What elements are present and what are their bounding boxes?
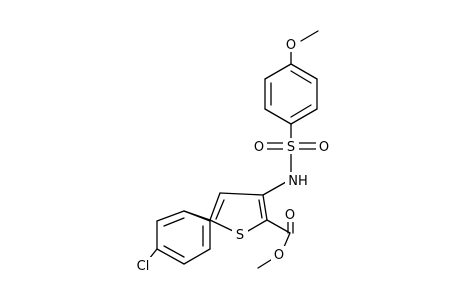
bond-ring2-f xyxy=(183,210,211,222)
bond-ring1-f xyxy=(264,63,292,80)
bond-ring1-inner-2 xyxy=(290,104,312,118)
atom-chlorine: Cl xyxy=(137,259,150,274)
atom-carbonyl-oxygen: O xyxy=(285,208,295,223)
bond-ring2-d xyxy=(183,248,211,265)
atom-thiophene-sulfur: S xyxy=(236,228,244,243)
bond-c2-ccarb xyxy=(266,219,291,234)
bond-n-c3 xyxy=(262,181,287,196)
bond-c4-c5-inner xyxy=(215,199,225,220)
bond-ring1-d xyxy=(264,108,292,125)
bond-s1-c5 xyxy=(209,219,234,232)
atom-sulfonyl-sulfur: S xyxy=(287,140,295,155)
bond-c5-c4 xyxy=(209,192,221,221)
bond-ring2-inner-2 xyxy=(163,245,185,258)
atom-sulfonyl-oxygen-left: O xyxy=(254,140,264,155)
atom-amine-nh: NH xyxy=(288,174,308,189)
bond-ring2-c xyxy=(156,248,185,265)
bond-methyl-o xyxy=(300,30,319,42)
atom-methoxy-oxygen: O xyxy=(286,38,296,53)
bond-c4-c3 xyxy=(219,192,264,196)
bond-ring1-a xyxy=(290,63,318,80)
bond-ring1-c xyxy=(290,108,318,125)
bond-c2-s1 xyxy=(247,219,268,232)
bonds xyxy=(148,30,319,269)
bond-ccarb-oester xyxy=(283,232,291,248)
bond-ring2-inner-1 xyxy=(163,217,185,227)
atom-sulfonyl-oxygen-right: O xyxy=(319,140,329,155)
bond-ring2-a xyxy=(156,210,185,222)
atom-ester-oxygen: O xyxy=(274,248,284,263)
atom-labels: O S O O NH S O O Cl xyxy=(132,36,332,274)
bond-ring1-inner-1 xyxy=(290,70,312,84)
bond-c3-c2 xyxy=(262,194,268,221)
bond-c2-c3-inner xyxy=(258,199,263,219)
